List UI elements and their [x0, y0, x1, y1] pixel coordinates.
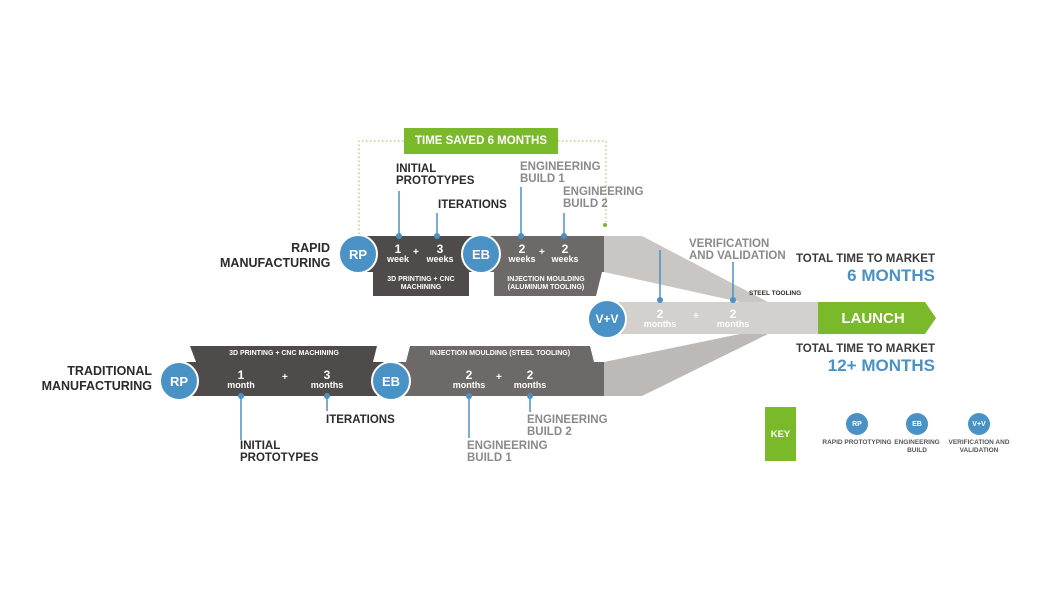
traditional-duration-1-unit: month — [227, 380, 255, 390]
rapid-callout-iterations: ITERATIONS — [438, 199, 507, 211]
traditional-duration-4: 2 months — [508, 369, 552, 390]
traditional-merge-band — [604, 334, 768, 396]
rapid-duration-1-unit: week — [386, 254, 410, 264]
rapid-duration-1-number: 1 — [394, 242, 402, 256]
rapid-bar-prototype — [362, 236, 478, 272]
rapid-duration-3-unit: weeks — [508, 254, 536, 264]
traditional-tab-printing-bg — [190, 346, 377, 362]
traditional-bar-eb — [390, 362, 604, 396]
traditional-callout-iterations: ITERATIONS — [326, 414, 395, 426]
traditional-duration-3-number: 2 — [465, 368, 473, 382]
traditional-duration-1-number: 1 — [237, 368, 245, 382]
key-rp-circle: RP — [846, 413, 868, 435]
traditional-manufacturing-label: TRADITIONAL MANUFACTURING — [41, 364, 152, 393]
traditional-plus-1: + — [282, 372, 288, 383]
key-vv-desc: VERIFICATION AND VALIDATION — [948, 439, 1010, 454]
traditional-callout-initial-prototypes: INITIAL PROTOTYPES — [240, 440, 319, 464]
rapid-tab-printing: 3D PRINTING + CNC MACHINING — [387, 276, 455, 291]
key-eb-desc: ENGINEERING BUILD — [894, 439, 940, 454]
rapid-duration-3-number: 2 — [518, 242, 526, 256]
traditional-plus-2: + — [496, 372, 502, 383]
key-box: KEY — [765, 407, 796, 461]
key-rp-desc: RAPID PROTOTYPING — [822, 439, 892, 446]
key-vv-circle: V+V — [968, 413, 990, 435]
rapid-eb-circle: EB — [461, 234, 501, 274]
traditional-bar-prototype — [185, 362, 390, 396]
rapid-duration-1: 1 week — [382, 243, 414, 264]
traditional-callout-engineering-build-1: ENGINEERING BUILD 1 — [467, 440, 548, 464]
rapid-manufacturing-label: RAPID MANUFACTURING — [220, 241, 331, 270]
rapid-rp-circle: RP — [338, 234, 378, 274]
key-title: KEY — [770, 428, 791, 440]
traditional-duration-3-unit: months — [452, 380, 486, 390]
rapid-plus-1: + — [413, 247, 419, 258]
rapid-tab-printing-bg — [373, 272, 469, 296]
rapid-total-label: TOTAL TIME TO MARKET — [795, 253, 935, 265]
rapid-duration-4-number: 2 — [561, 242, 569, 256]
traditional-tab-moulding: INJECTION MOULDING (STEEL TOOLING) — [429, 350, 571, 357]
rapid-callout-initial-prototypes: INITIAL PROTOTYPES — [396, 163, 475, 187]
rapid-duration-4-unit: weeks — [551, 254, 579, 264]
rapid-duration-2-number: 3 — [436, 242, 444, 256]
rapid-callout-engineering-build-2: ENGINEERING BUILD 2 — [563, 186, 644, 210]
rapid-duration-2: 3 weeks — [422, 243, 458, 264]
traditional-rp-circle: RP — [159, 361, 199, 401]
traditional-eb-circle: EB — [371, 361, 411, 401]
rapid-duration-2-unit: weeks — [426, 254, 454, 264]
vv-duration-1-unit: months — [643, 319, 677, 329]
rapid-tab-moulding-bg — [494, 272, 602, 296]
traditional-tab-printing: 3D PRINTING + CNC MACHINING — [229, 350, 339, 357]
vv-plus: + — [693, 311, 699, 322]
time-saved-badge: TIME SAVED 6 MONTHS — [404, 128, 558, 154]
traditional-duration-4-number: 2 — [526, 368, 534, 382]
vv-duration-2: 2 months — [711, 308, 755, 329]
traditional-tab-moulding-bg — [406, 346, 594, 362]
traditional-callout-engineering-build-2: ENGINEERING BUILD 2 — [527, 414, 608, 438]
vv-duration-1-number: 2 — [656, 307, 664, 321]
rapid-callout-engineering-build-1: ENGINEERING BUILD 1 — [520, 161, 601, 185]
vv-bar — [602, 302, 822, 334]
rapid-total-value: 6 MONTHS — [847, 266, 935, 285]
rapid-duration-4: 2 weeks — [547, 243, 583, 264]
time-saved-bracket-end — [603, 223, 607, 227]
traditional-duration-2-unit: months — [310, 380, 344, 390]
launch-arrow — [818, 302, 936, 334]
rapid-duration-3: 2 weeks — [504, 243, 540, 264]
vv-duration-2-unit: months — [716, 319, 750, 329]
steel-tooling-label: STEEL TOOLING — [749, 290, 802, 297]
rapid-tab-moulding: INJECTION MOULDING (ALUMINUM TOOLING) — [507, 276, 585, 291]
vv-duration-2-number: 2 — [729, 307, 737, 321]
rapid-merge-band — [604, 236, 768, 302]
traditional-total-value: 12+ MONTHS — [827, 356, 935, 375]
time-saved-text: TIME SAVED 6 MONTHS — [414, 135, 548, 147]
traditional-duration-4-unit: months — [513, 380, 547, 390]
vv-circle: V+V — [587, 299, 627, 339]
traditional-duration-1: 1 month — [219, 369, 263, 390]
traditional-total-label: TOTAL TIME TO MARKET — [795, 343, 935, 355]
vv-callout: VERIFICATION AND VALIDATION — [689, 238, 786, 262]
rapid-plus-2: + — [539, 247, 545, 258]
traditional-duration-2: 3 months — [305, 369, 349, 390]
traditional-duration-3: 2 months — [447, 369, 491, 390]
key-eb-circle: EB — [906, 413, 928, 435]
vv-duration-1: 2 months — [638, 308, 682, 329]
launch-label: LAUNCH — [841, 309, 905, 327]
traditional-duration-2-number: 3 — [323, 368, 331, 382]
